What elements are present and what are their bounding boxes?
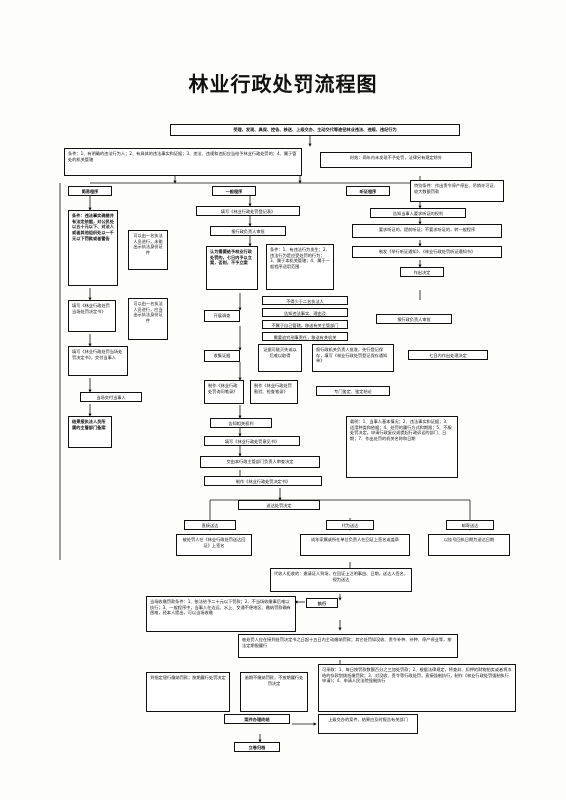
- proxy-detail: 成年家属或所在单位负责人在回证上签名或盖章: [300, 534, 410, 556]
- collect-evidence: 收集证据: [204, 350, 240, 362]
- simple-procedure: 简易程序: [68, 186, 112, 196]
- seven-days: 七日内作出处理决定: [408, 350, 488, 360]
- evidence-preserve: 报行政机关负责人批准，先行登记保存，填写《林业行政处罚登记保存通知单》: [312, 344, 394, 372]
- conditions-box: 条件：1、有明确的违法行为人；2、有具体的违法事实和证据；3、违法、违规和违纪应…: [64, 148, 302, 176]
- inform-rights: 告知相关权利: [210, 418, 272, 428]
- onsite-collect: 当场收缴罚款条件：1、依法给予二十元以下罚款；2、不当场收缴事后难以执行；3、一…: [146, 596, 296, 632]
- deliver-on-spot: 当场交付当事人: [80, 392, 142, 402]
- proxy-refuse: 代收人拒收的：邀请证人到场，在回证上注明事由、日期，送达人签名，视为送达: [270, 568, 412, 592]
- decide-box: 作出决定: [400, 267, 444, 277]
- inform-hearing-rights: 告知当事人要求听证的权利: [370, 208, 466, 218]
- appraisal: 专门鉴定、鉴定结论: [316, 386, 390, 396]
- investigate-3: 不属于自己管辖，移送有关主管部门: [262, 320, 348, 329]
- execute-detail: 被处罚人应在接到处罚决定书之日起十五日内主动缴纳罚款；其它处罚如没收、责令补种、…: [238, 634, 458, 658]
- submit-review: 交由本行政主管部门负责人审查决定: [200, 456, 320, 468]
- filing-condition: 认为需要给予林业行政处罚的，七日内予以立案，否则，不予立案: [206, 246, 258, 290]
- investigate-2: 告知违法事实、理由及: [262, 308, 348, 317]
- deliver-decision: 送达处罚决定: [238, 500, 320, 510]
- request-hearing: 要求听证的，提前听证；不要求听证的，转一般程序: [352, 224, 502, 238]
- investigate: 开展调查: [204, 310, 240, 322]
- overdue: 逾期不缴纳罚款，不按期履行处罚决定: [240, 672, 308, 712]
- decision-content: 载明：1、当事人基本情况；2、违法事实和证据；3、适用种类和依据；4、处罚的履行…: [346, 416, 458, 478]
- to-bank: 到指定银行缴纳罚款；按期履行处罚决定: [146, 672, 230, 712]
- mail-detail: 以挂号回执日期为送达日期: [428, 534, 510, 556]
- simple-note-2: 可以由一名执法人员进行，应当出示执法身份证件: [128, 298, 168, 340]
- deliver-mail: 邮寄送达: [446, 520, 494, 530]
- evidence-method: 证据可能灭失或以后难以取得: [258, 344, 302, 372]
- fill-simple-decision: 填写《林业行政处罚当场处罚决定书》: [68, 300, 116, 332]
- investigate-1: 不得少于二名执法人: [262, 296, 348, 305]
- enforce: 可采取：1、每日按罚款数额百分之三加处罚款；2、根据法律规定，将查封、扣押的财物…: [318, 664, 516, 712]
- deliver-proxy: 代为送达: [326, 520, 374, 530]
- fill-opinion: 填写《林业行政处罚意见书》: [204, 436, 300, 446]
- hearing-condition: 特别条件：作出责令停产停业、吊销许可证、较大数额罚款: [410, 180, 504, 202]
- source-box: 受理、发现、具保、控告、移送、上级交办、主动交代等途径林业违法、违规、违纪行为: [170, 124, 460, 136]
- close-report: 上级交办的案件，结果应及时报告有关部门: [318, 714, 418, 734]
- page-title: 林业行政处罚流程图: [188, 72, 378, 96]
- simple-note-1: 可以由一名执法人员进行，未能出示执法身份证件: [128, 230, 168, 270]
- deliver-direct: 直接送达: [184, 520, 236, 530]
- report-review: 报行政负责人审批: [210, 226, 286, 236]
- filing-detail: 条件：1、有违法行为发生；2、违法行为是应受处罚的行为；3、属于本机关管辖；4、…: [266, 244, 334, 290]
- hearing-procedure: 听证程序: [346, 186, 390, 196]
- direct-detail: 被处罚人在《林业行政处罚送达回证》上签名: [176, 534, 252, 556]
- report-record: 结果报执法人员所属的主管部门备案: [68, 416, 112, 448]
- simple-condition: 条件：违法事实确凿并有法定依据，对公民处以五十元以下、对法人或者其他组织处以一千…: [68, 210, 118, 286]
- fill-register: 填写《林业行政处罚登记表》: [196, 206, 300, 216]
- report-leader: 报行政负责人审批: [376, 314, 452, 324]
- file-archive: 立卷归档: [234, 742, 280, 752]
- execute: 执行: [306, 598, 338, 608]
- simple-deliver-box: 填写《林业行政处罚当场处罚决定书》，交付当事人: [68, 346, 128, 376]
- make-decision: 制作《林业行政处罚决定书》: [204, 476, 322, 486]
- make-inquiry-record: 制作《林业行政处罚询问笔录》: [204, 380, 244, 404]
- case-close: 案件办理终结: [224, 714, 290, 724]
- general-procedure: 一般程序: [212, 186, 256, 196]
- make-inspect-record: 制作《林业行政处罚勘验、检查笔录》: [250, 380, 298, 404]
- investigate-4: 需要追究刑事责任，移送有关机关: [262, 332, 348, 341]
- time-limit-box: 时效：两年内未发现不予处罚，法律另有规定除外: [320, 152, 472, 168]
- hearing-notice: 制发《举行听证通知》、《林业行政处罚听证通知书》: [352, 246, 502, 258]
